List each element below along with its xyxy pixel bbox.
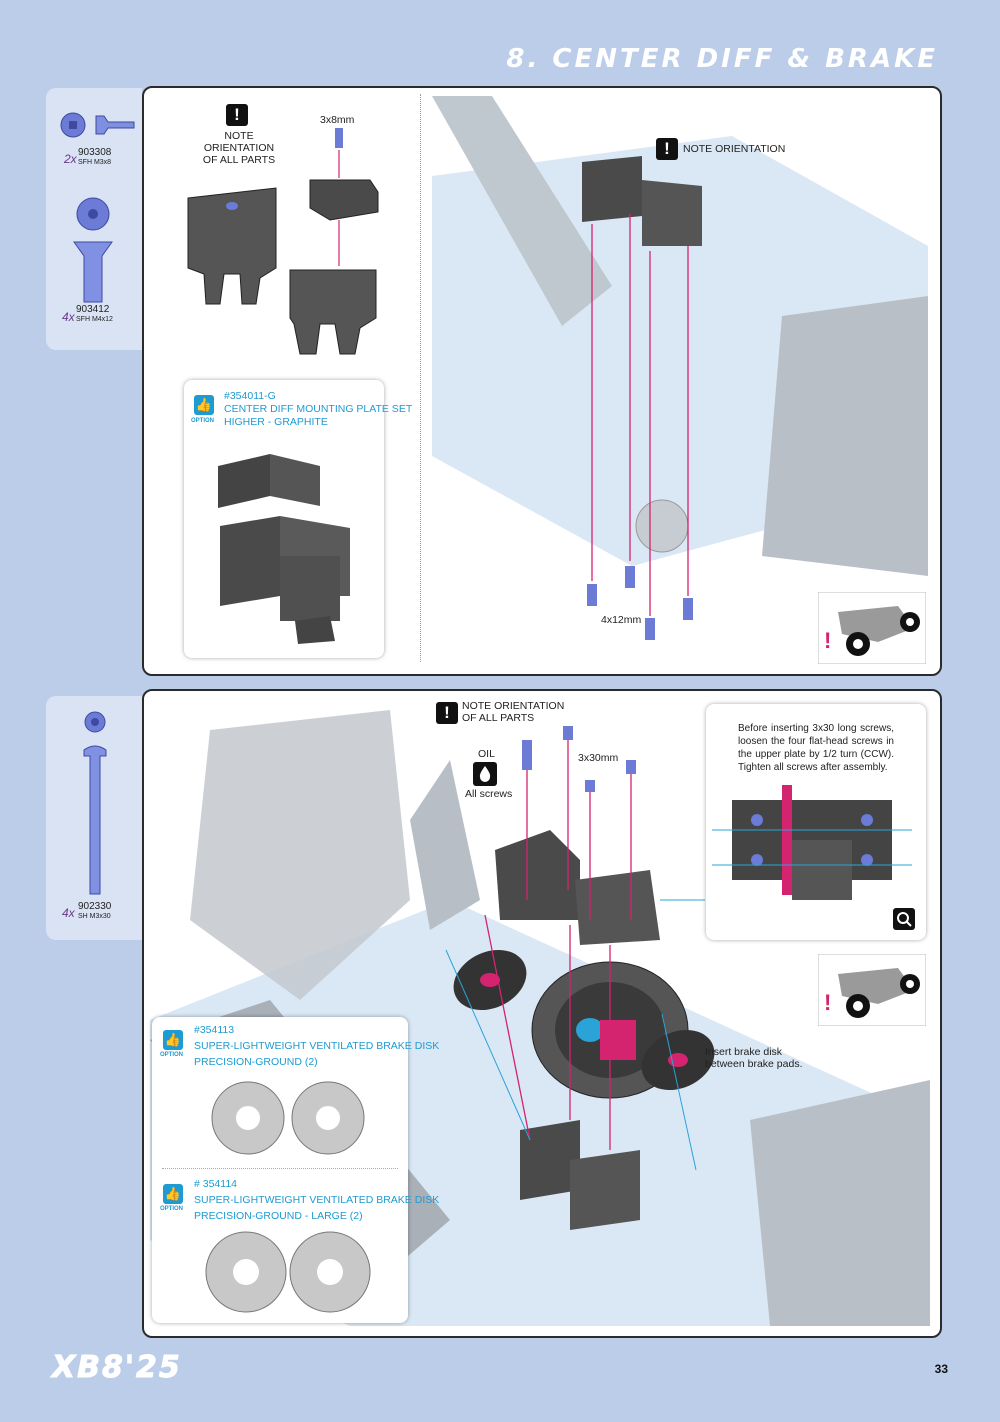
warning-icon: ! (656, 138, 678, 160)
brake-disk-large-illustration (205, 1231, 371, 1313)
page-title: 8. CENTER DIFF & BRAKE (506, 44, 938, 74)
part-qty: 4x (62, 906, 75, 920)
info-note-text: Before inserting 3x30 long screws, loose… (738, 723, 894, 773)
option-mount-plate-illustration (218, 454, 350, 644)
option-number: # 354114 (194, 1178, 238, 1190)
screw-903412-icon (73, 197, 113, 303)
thumbs-up-icon: 👍 (194, 395, 214, 415)
note-orientation-label: NOTE ORIENTATION OF ALL PARTS (202, 130, 276, 166)
warning-icon: ! (226, 104, 248, 126)
option-subtitle: PRECISION-GROUND (2) (194, 1056, 318, 1068)
zoom-icon (893, 908, 915, 930)
brake-disk-note: Insert brake disk between brake pads. (705, 1046, 803, 1070)
option-number: #354011-G (224, 390, 276, 402)
screw-903308-icon (60, 112, 135, 138)
option-tag: OPTION (160, 1052, 184, 1058)
part-qty: 4x (62, 310, 75, 324)
option-subtitle: PRECISION-GROUND - LARGE (2) (194, 1210, 363, 1222)
note-orientation-label: NOTE ORIENTATION (683, 143, 786, 155)
option-title: CENTER DIFF MOUNTING PLATE SET (224, 403, 413, 415)
info-note-illustration (712, 785, 912, 900)
screw-902330-icon (83, 711, 107, 895)
brake-disk-small-illustration (211, 1081, 365, 1155)
option-tag: OPTION (160, 1206, 184, 1212)
chassis-step1-illustration (432, 96, 928, 640)
oil-label: OIL (478, 748, 495, 760)
divider (420, 94, 421, 662)
oil-drop-icon (473, 762, 497, 786)
thumbs-up-icon: 👍 (163, 1184, 183, 1204)
car-overview-thumbnail: ! (818, 954, 926, 1026)
option-number: #354113 (194, 1024, 235, 1036)
car-overview-thumbnail: ! (818, 592, 926, 664)
option-title: SUPER-LIGHTWEIGHT VENTILATED BRAKE DISK (194, 1194, 440, 1206)
center-diff-mount-parts-illustration (187, 128, 379, 355)
part-qty: 2x (64, 152, 77, 166)
note-orientation-label: NOTE ORIENTATION OF ALL PARTS (462, 700, 565, 724)
warning-icon: ! (436, 702, 458, 724)
option-subtitle: HIGHER - GRAPHITE (224, 416, 328, 428)
oil-sublabel: All screws (465, 788, 513, 800)
svg-text:!: ! (824, 628, 831, 653)
thumbs-up-icon: 👍 (163, 1030, 183, 1050)
divider (162, 1168, 398, 1169)
screw-size-label: 3x30mm (578, 752, 619, 764)
screw-size-label: 3x8mm (320, 114, 355, 126)
page-number: 33 (934, 1362, 948, 1376)
option-tag: OPTION (191, 418, 215, 424)
svg-text:!: ! (824, 990, 831, 1015)
option-title: SUPER-LIGHTWEIGHT VENTILATED BRAKE DISK (194, 1040, 440, 1052)
screw-size-label: 4x12mm (601, 614, 642, 626)
xb8-logo: XB8'25 (52, 1350, 182, 1386)
